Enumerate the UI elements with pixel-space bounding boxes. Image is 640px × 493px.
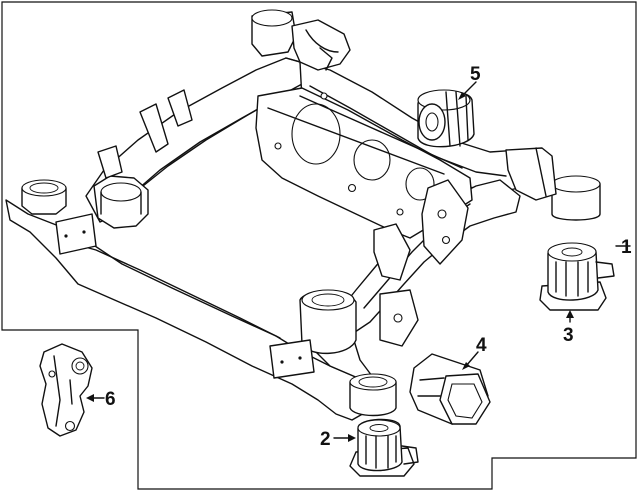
- callout-5: 5: [470, 64, 481, 85]
- callout-2: 2: [320, 429, 331, 450]
- bushing-part-4: [409, 353, 491, 425]
- bushing-part-5: [417, 89, 475, 148]
- callout-1: 1: [621, 237, 632, 258]
- subframe-assembly: [5, 9, 601, 421]
- callout-4: 4: [476, 335, 487, 356]
- leader-lines: [86, 81, 631, 442]
- bracket-part-6: [39, 343, 93, 437]
- bushing-part-2: [349, 418, 419, 477]
- callout-3: 3: [563, 325, 574, 346]
- callout-6: 6: [105, 389, 116, 410]
- bushing-part-3: [539, 242, 615, 311]
